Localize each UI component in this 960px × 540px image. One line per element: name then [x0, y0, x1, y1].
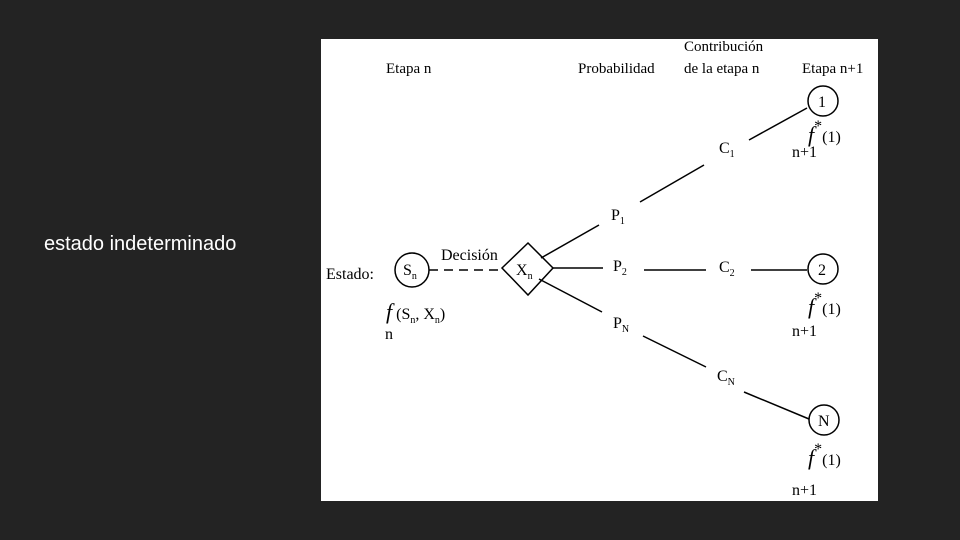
branch-n-edge-decision: [538, 278, 603, 313]
decision-tree-diagram: Etapa n Probabilidad Contribución de la …: [326, 39, 863, 499]
value-function-subscript: n: [385, 326, 393, 343]
branch-n-f-subscript: n+1: [792, 482, 817, 499]
state-label: Estado:: [326, 266, 374, 283]
branch-2-f-subscript: n+1: [792, 323, 817, 340]
branch-2-node: [807, 253, 839, 285]
branch-1-contribution: C1: [719, 140, 735, 160]
branch-2-probability: P2: [613, 258, 627, 278]
branch-1-edge-contrib: [748, 107, 808, 141]
decision-node-label: Xn: [516, 262, 533, 282]
state-node-label: Sn: [403, 262, 417, 282]
branch-n-node-label: N: [818, 413, 830, 430]
branch-2-f-star: f*(1): [808, 290, 841, 319]
branch-1-edge-decision: [540, 224, 600, 259]
header-contribution-line1: Contribución: [684, 39, 764, 55]
branch-1-node-label: 1: [818, 94, 826, 111]
header-stage-n: Etapa n: [386, 61, 432, 77]
header-stage-n1: Etapa n+1: [802, 61, 863, 77]
slide-caption: estado indeterminado: [44, 233, 237, 255]
branch-1-probability: P1: [611, 207, 625, 227]
header-probability: Probabilidad: [578, 61, 655, 77]
header-contribution-line2: de la etapa n: [684, 61, 760, 77]
branch-n-probability: PN: [613, 315, 629, 335]
branch-n-node: [808, 404, 840, 436]
branch-1-f-star: f*(1): [808, 118, 841, 147]
branch-n-edge-contrib: [743, 391, 810, 420]
decision-label: Decisión: [441, 247, 498, 264]
branch-1-f-subscript: n+1: [792, 144, 817, 161]
decision-tree-figure: Etapa n Probabilidad Contribución de la …: [321, 39, 878, 501]
branch-2-node-label: 2: [818, 262, 826, 279]
branch-n-contribution: CN: [717, 368, 735, 388]
branch-1-edge-prob: [639, 164, 705, 203]
decision-node: [500, 241, 555, 297]
branch-n-edge-prob: [642, 335, 707, 368]
branch-2-contribution: C2: [719, 259, 735, 279]
value-function: f (Sn, Xn): [386, 299, 445, 326]
branch-n-f-star: f*(1): [808, 441, 841, 470]
branch-1-node: [807, 85, 839, 117]
